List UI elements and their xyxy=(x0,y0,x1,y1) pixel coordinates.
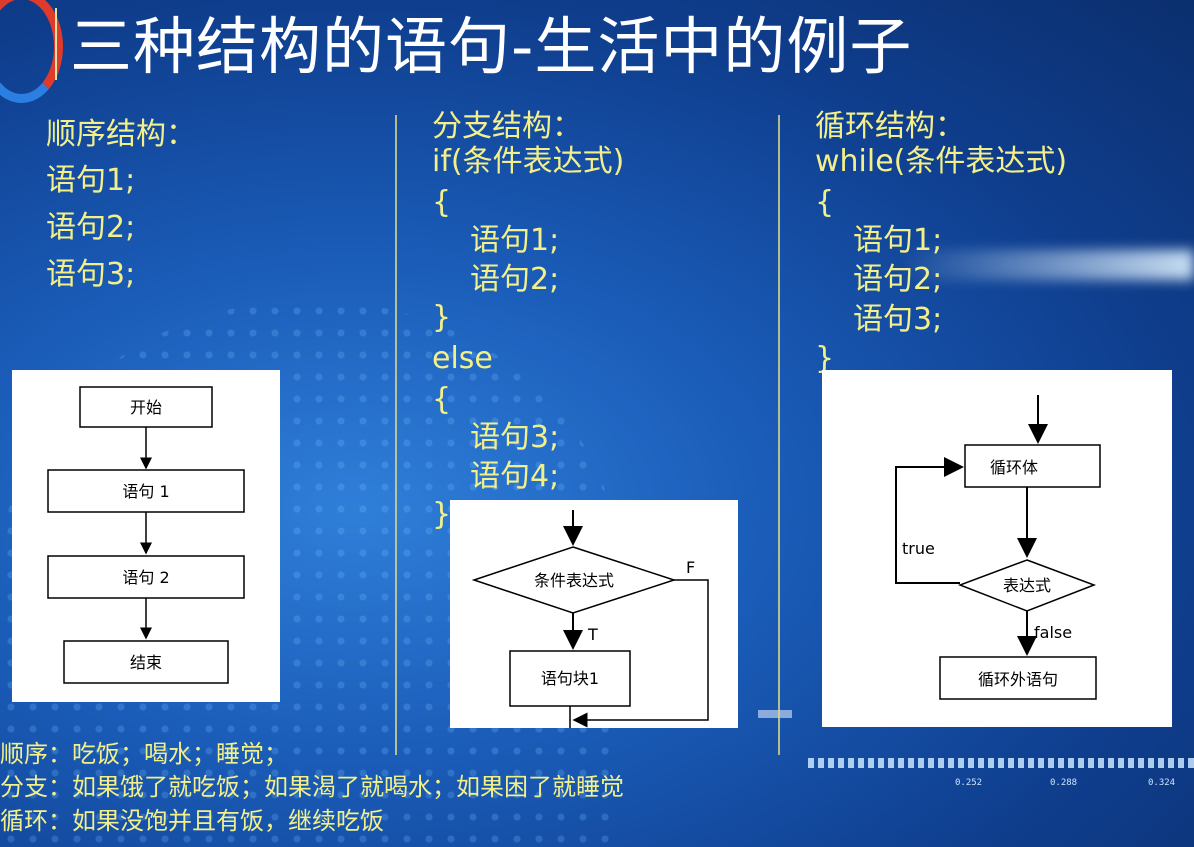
flow-true-path xyxy=(895,457,964,584)
branch-line: else xyxy=(432,341,493,376)
flow-block-label: 语句块1 xyxy=(541,669,599,688)
loop-line: 语句3; xyxy=(853,302,943,337)
flow-condition-label: 表达式 xyxy=(1003,576,1051,595)
logo-icon xyxy=(0,0,63,103)
flow-stmt2-box xyxy=(47,555,245,599)
loop-line: while(条件表达式) xyxy=(815,144,1068,179)
flow-start-label: 开始 xyxy=(130,398,162,417)
branch-heading: 分支结构： xyxy=(432,109,582,144)
flow-body-label: 循环体 xyxy=(990,458,1038,477)
branch-line: { xyxy=(432,382,452,417)
flow-false-label: false xyxy=(1034,623,1072,642)
branch-line: 语句1; xyxy=(470,223,560,258)
loop-flowchart: 循环体 表达式 true false 循环外语句 xyxy=(822,370,1172,727)
loop-line: 语句2; xyxy=(853,262,943,297)
flow-end-label: 结束 xyxy=(130,653,162,672)
loop-heading: 循环结构： xyxy=(815,109,965,144)
sequence-heading: 顺序结构： xyxy=(46,117,196,152)
loop-line: 语句1; xyxy=(853,223,943,258)
column-divider xyxy=(395,115,397,755)
branch-line: } xyxy=(432,497,452,532)
flow-false-label: F xyxy=(686,558,695,577)
decor-tick: 0.324 xyxy=(1148,778,1176,788)
flow-stmt1-box xyxy=(47,469,245,513)
background-glow xyxy=(900,250,1194,280)
example-loop: 循环：如果没饱并且有饭，继续吃饭 xyxy=(0,807,384,835)
loop-line: { xyxy=(815,185,835,220)
example-sequence: 顺序：吃饭；喝水；睡觉； xyxy=(0,740,288,768)
branch-line: if(条件表达式) xyxy=(432,144,625,179)
branch-line: { xyxy=(432,185,452,220)
decor-tick: 0.252 xyxy=(955,778,983,788)
branch-flowchart: 条件表达式 F T 语句块1 xyxy=(450,500,738,728)
sequence-line: 语句1; xyxy=(46,163,136,198)
branch-line: } xyxy=(432,300,452,335)
sequence-line: 语句3; xyxy=(46,257,136,292)
branch-line: 语句2; xyxy=(470,262,560,297)
flow-true-label: true xyxy=(902,539,935,558)
flow-body-box xyxy=(964,444,1101,488)
flow-condition-label: 条件表达式 xyxy=(534,571,614,590)
flow-stmt2-label: 语句 2 xyxy=(122,568,169,587)
sequence-flowchart: 开始 语句 1 语句 2 结束 xyxy=(12,370,280,702)
example-branch: 分支：如果饿了就吃饭；如果渴了就喝水；如果困了就睡觉 xyxy=(0,773,624,801)
branch-line: 语句3; xyxy=(470,420,560,455)
column-divider xyxy=(778,115,780,755)
flow-true-label: T xyxy=(587,625,598,644)
flow-false-path xyxy=(572,579,709,728)
page-title: 三种结构的语句-生活中的例子 xyxy=(70,10,913,83)
flow-end-box xyxy=(63,640,229,684)
decor-bar xyxy=(758,710,792,718)
title-divider xyxy=(55,8,57,80)
decor-tick: 0.288 xyxy=(1050,778,1078,788)
sequence-line: 语句2; xyxy=(46,210,136,245)
loop-line: } xyxy=(815,341,835,376)
flow-after-label: 循环外语句 xyxy=(978,670,1058,689)
branch-line: 语句4; xyxy=(470,459,560,494)
flow-after-box xyxy=(939,656,1097,700)
decor-stripe xyxy=(808,758,1194,768)
flow-block-box xyxy=(509,650,631,707)
flow-stmt1-label: 语句 1 xyxy=(122,482,169,501)
flow-start-box xyxy=(79,386,213,428)
